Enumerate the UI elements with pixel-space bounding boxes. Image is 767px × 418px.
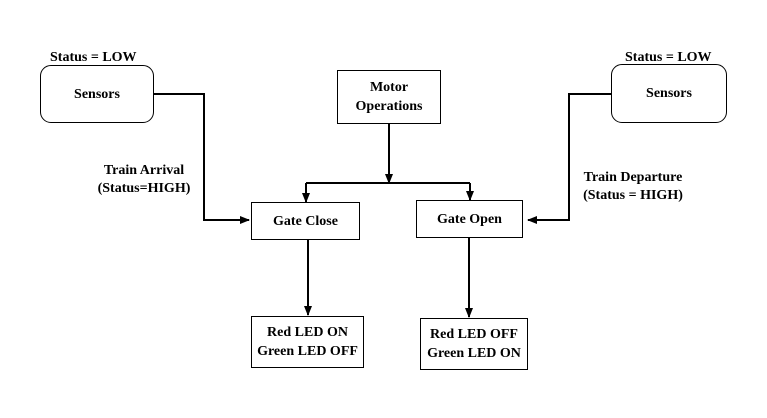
connector-sensors-right-to-gate-open bbox=[527, 93, 611, 224]
sensors-right-label: Sensors bbox=[646, 86, 692, 101]
led-open-line2: Green LED ON bbox=[427, 346, 521, 361]
led-status-open-node: Red LED OFF Green LED ON bbox=[420, 318, 528, 370]
train-departure-line2: (Status = HIGH) bbox=[583, 188, 683, 203]
sensors-left-label: Sensors bbox=[74, 86, 120, 102]
train-arrival-line1: Train Arrival bbox=[103, 163, 185, 178]
train-arrival-label: Train Arrival (Status=HIGH) bbox=[86, 162, 202, 198]
connector-sensors-left-to-gate-close bbox=[154, 93, 250, 224]
gate-open-node: Gate Open bbox=[416, 200, 523, 238]
motor-label-line2: Operations bbox=[355, 99, 423, 114]
train-departure-label: Train Departure (Status = HIGH) bbox=[574, 169, 692, 205]
led-close-line1: Red LED ON bbox=[267, 325, 348, 340]
motor-label-line1: Motor bbox=[369, 80, 409, 95]
status-label-left: Status = LOW bbox=[50, 50, 137, 65]
led-status-close-node: Red LED ON Green LED OFF bbox=[251, 316, 364, 368]
train-arrival-line2: (Status=HIGH) bbox=[97, 181, 191, 196]
gate-open-label: Gate Open bbox=[437, 211, 502, 227]
sensors-left-node: Sensors bbox=[40, 65, 154, 123]
led-open-line1: Red LED OFF bbox=[430, 327, 518, 342]
motor-operations-node: Motor Operations bbox=[337, 70, 441, 124]
status-label-right: Status = LOW bbox=[625, 50, 712, 65]
train-departure-line1: Train Departure bbox=[583, 170, 683, 185]
led-close-line2: Green LED OFF bbox=[257, 344, 358, 359]
gate-close-label: Gate Close bbox=[273, 213, 338, 229]
gate-close-node: Gate Close bbox=[251, 202, 360, 240]
sensors-right-node: Sensors bbox=[611, 64, 727, 123]
